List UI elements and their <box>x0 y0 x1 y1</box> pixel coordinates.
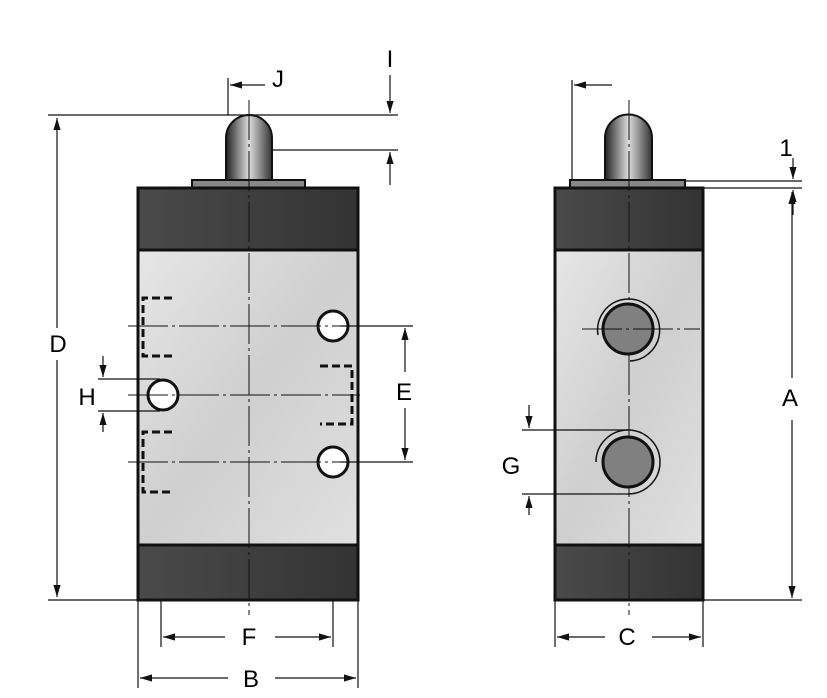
hidden-port-outline <box>141 430 172 494</box>
hidden-port-outline <box>141 296 172 358</box>
port-hole <box>601 435 655 489</box>
dimension-lines-left <box>48 75 413 688</box>
label-i: I <box>387 46 394 73</box>
dimension-lines-right <box>522 80 802 647</box>
front-view <box>128 100 360 615</box>
label-c: C <box>618 624 635 651</box>
thread-arc <box>596 298 661 362</box>
label-g: G <box>502 453 521 480</box>
label-h: H <box>78 384 95 411</box>
label-a: A <box>782 385 798 412</box>
label-d: D <box>49 331 66 358</box>
thread-arc <box>595 429 661 495</box>
label-j: J <box>272 66 284 93</box>
label-1: 1 <box>779 135 792 162</box>
label-b: B <box>243 666 259 693</box>
label-f: F <box>242 624 257 651</box>
side-view <box>553 100 705 615</box>
label-e: E <box>396 379 412 406</box>
top-cap <box>136 186 360 252</box>
body-center <box>553 248 705 547</box>
bottom-cap <box>136 543 360 602</box>
plunger-knob <box>604 113 653 181</box>
